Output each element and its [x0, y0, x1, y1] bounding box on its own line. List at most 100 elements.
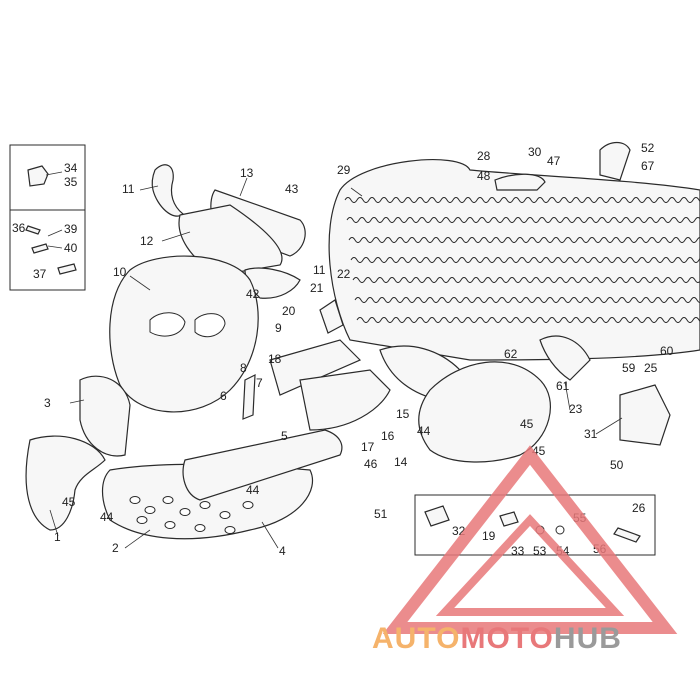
callout-c30: 30	[528, 145, 542, 159]
callout-c6: 6	[220, 389, 227, 403]
callout-c15: 15	[396, 407, 410, 421]
callout-c43: 43	[285, 182, 299, 196]
callout-c33: 33	[511, 544, 525, 558]
part-16-storage-box	[299, 369, 391, 431]
vent-hole	[179, 508, 191, 516]
callout-c29: 29	[337, 163, 351, 177]
part-26-connector	[613, 527, 641, 543]
callout-c40: 40	[64, 241, 78, 255]
bracket-48	[494, 173, 546, 191]
vent-hole	[162, 496, 174, 504]
callout-c7: 7	[256, 376, 263, 390]
part-1-front-mudguard	[25, 435, 106, 531]
callout-c52: 52	[641, 141, 655, 155]
vent-hole	[194, 524, 206, 532]
grab-handle	[599, 141, 631, 181]
hatch-line	[354, 297, 700, 303]
callout-c61: 61	[556, 379, 570, 393]
part-5-footboard	[182, 429, 343, 501]
hatch-line	[356, 317, 700, 323]
callout-c11b: 11	[313, 263, 326, 277]
callout-c17: 17	[361, 440, 375, 454]
speed-nut-clip	[27, 165, 49, 187]
screw-40	[31, 243, 49, 254]
inset-box-screws	[9, 209, 86, 291]
watermark-logo	[382, 445, 678, 634]
callout-c67: 67	[641, 159, 655, 173]
callout-c48: 48	[477, 169, 491, 183]
hatch-line	[350, 257, 700, 263]
electrical-detail-box	[414, 384, 671, 556]
headlight-opening-right	[194, 313, 226, 338]
front-shield-assembly	[25, 164, 591, 540]
callout-c39: 39	[64, 222, 78, 236]
callout-c3: 3	[44, 396, 51, 410]
callout-c25: 25	[644, 361, 658, 375]
screw-37	[57, 263, 77, 275]
watermark-text: AUTOMOTOHUB	[372, 622, 622, 655]
callout-c13: 13	[240, 166, 254, 180]
callout-c10: 10	[113, 265, 127, 279]
part-54-washer	[555, 525, 565, 535]
callout-c35: 35	[64, 175, 78, 189]
callout-c12: 12	[140, 234, 154, 248]
callout-c60: 60	[660, 344, 674, 358]
callout-c23: 23	[569, 402, 583, 416]
callout-c36: 36	[12, 221, 26, 235]
callout-c16: 16	[381, 429, 395, 443]
part-7-stay	[242, 374, 256, 420]
callout-c1: 1	[54, 530, 61, 544]
callout-c59: 59	[622, 361, 636, 375]
callout-c28: 28	[477, 149, 491, 163]
headlight-opening-left	[149, 312, 186, 337]
belly-pan-holes	[129, 496, 254, 534]
callout-c18: 18	[268, 352, 282, 366]
hatch-line	[344, 197, 700, 203]
callout-c51: 51	[374, 507, 388, 521]
callout-c8: 8	[240, 361, 247, 375]
part-21-clip	[319, 299, 344, 334]
vent-hole	[219, 511, 231, 519]
part-13-instrument-cover	[210, 189, 306, 257]
callout-c44a: 44	[417, 424, 431, 438]
callout-c14: 14	[394, 455, 408, 469]
callout-c45a: 45	[520, 417, 534, 431]
watermark-triangle-inner	[435, 514, 625, 616]
rear-body-panel	[328, 141, 700, 361]
part-3-side-panel	[79, 375, 131, 457]
callout-c37: 37	[33, 267, 47, 281]
part-32-switch	[424, 505, 450, 527]
callout-c26: 26	[632, 501, 646, 515]
vent-hole	[164, 521, 176, 529]
callout-c19: 19	[482, 529, 496, 543]
vent-hole	[144, 506, 156, 514]
callout-c44c: 44	[246, 483, 260, 497]
inset-boxes	[9, 144, 86, 291]
hatch-line	[352, 277, 700, 283]
screw-36	[25, 225, 41, 235]
leader-lines	[49, 177, 623, 549]
callout-c45c: 45	[62, 495, 76, 509]
callout-c31: 31	[584, 427, 598, 441]
callout-c44b: 44	[100, 510, 114, 524]
rear-body-hatching	[344, 197, 700, 323]
detail-box-frame	[414, 494, 656, 556]
watermark-auto: AUTO	[372, 622, 460, 655]
callout-c21: 21	[310, 281, 324, 295]
vent-hole	[224, 526, 236, 534]
callout-c47: 47	[547, 154, 561, 168]
callout-c9: 9	[275, 321, 282, 335]
callout-c46: 46	[364, 457, 378, 471]
callout-c22: 22	[337, 267, 351, 281]
vent-hole	[242, 501, 254, 509]
callout-c53: 53	[533, 544, 547, 558]
vent-hole	[129, 496, 141, 504]
callout-c62: 62	[504, 347, 518, 361]
callout-c2: 2	[112, 541, 119, 555]
watermark-triangle-outer	[382, 445, 678, 634]
callout-c4: 4	[279, 544, 286, 558]
part-18-inner-panel	[269, 339, 362, 396]
part-61-bracket	[539, 335, 591, 381]
